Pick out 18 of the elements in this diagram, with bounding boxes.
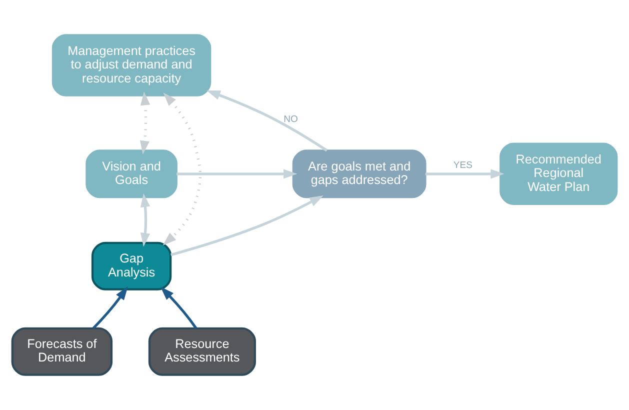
node-box: Recommended Regional Water Plan (500, 142, 618, 205)
arrow (425, 169, 504, 179)
arrow (176, 169, 298, 179)
edge-label: NO (284, 114, 298, 125)
node-box: Resource Assessments (148, 327, 256, 376)
node-box: Vision and Goals (86, 150, 178, 198)
node-box: Management practices to adjust demand and resource capacity (52, 34, 212, 96)
arrow (170, 195, 324, 256)
edge-label: YES (453, 160, 472, 171)
arrow (140, 193, 150, 247)
arrow (140, 91, 150, 154)
arrow (160, 286, 198, 329)
arrow (206, 90, 328, 152)
node-box: Are goals met and gaps addressed? (292, 150, 426, 198)
arrow (92, 286, 128, 330)
arrow (162, 92, 202, 246)
node-box: Gap Analysis (91, 242, 172, 290)
node-box: Forecasts of Demand (11, 327, 113, 376)
